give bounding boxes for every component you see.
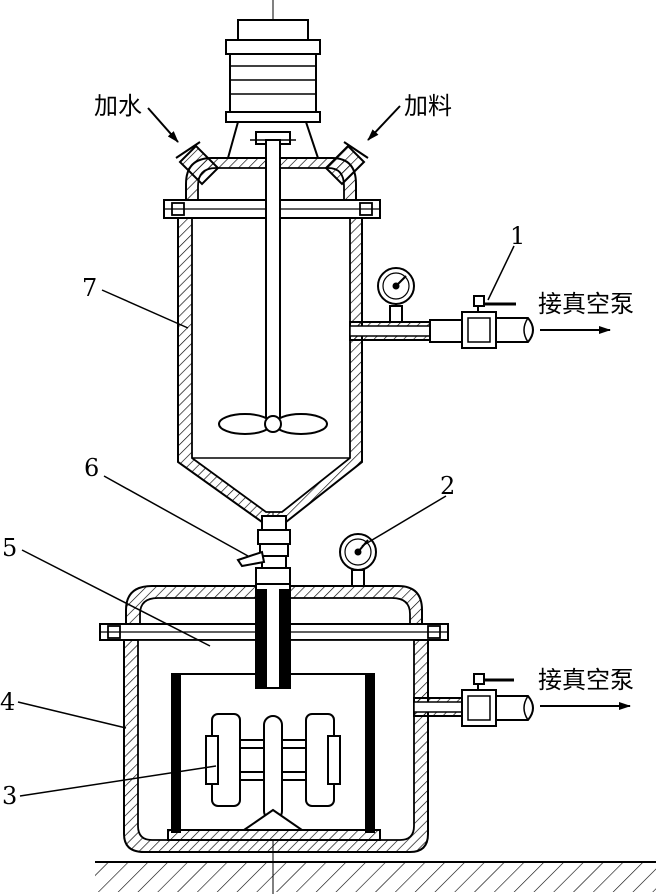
motor <box>225 19 321 159</box>
callout-6: 6 <box>84 454 99 482</box>
leader-1 <box>487 245 515 301</box>
agitator <box>218 139 328 435</box>
label-vacuum-top: 接真空泵 <box>538 290 634 318</box>
leader-2 <box>361 495 447 547</box>
callout-2: 2 <box>440 472 455 500</box>
pressure-gauge-top <box>377 267 415 323</box>
vacuum-pipe-bottom <box>413 673 534 727</box>
callout-3: 3 <box>2 782 17 810</box>
callout-4: 4 <box>0 688 15 716</box>
feed-tube <box>255 583 291 689</box>
arrows <box>147 105 631 710</box>
callout-1: 1 <box>510 222 525 250</box>
leader-lines <box>17 245 515 797</box>
inner-basket <box>167 673 381 841</box>
leader-5 <box>21 549 211 647</box>
discharge-valve <box>236 529 291 585</box>
pressure-gauge-bottom <box>339 533 377 587</box>
arrow-add-water <box>147 107 179 143</box>
label-add-material: 加料 <box>404 92 452 120</box>
leader-7 <box>101 289 189 329</box>
vacuum-pipe-top <box>349 295 534 349</box>
callout-5: 5 <box>2 534 17 562</box>
material-inlet-nozzle <box>324 141 369 186</box>
leader-3 <box>19 765 217 797</box>
label-add-water: 加水 <box>94 92 142 120</box>
label-vacuum-bottom: 接真空泵 <box>538 666 634 694</box>
arrow-add-material <box>367 105 401 141</box>
leader-6 <box>103 475 249 557</box>
leader-4 <box>17 701 127 729</box>
water-inlet-nozzle <box>175 141 220 186</box>
callout-7: 7 <box>82 274 97 302</box>
ground <box>95 861 656 892</box>
